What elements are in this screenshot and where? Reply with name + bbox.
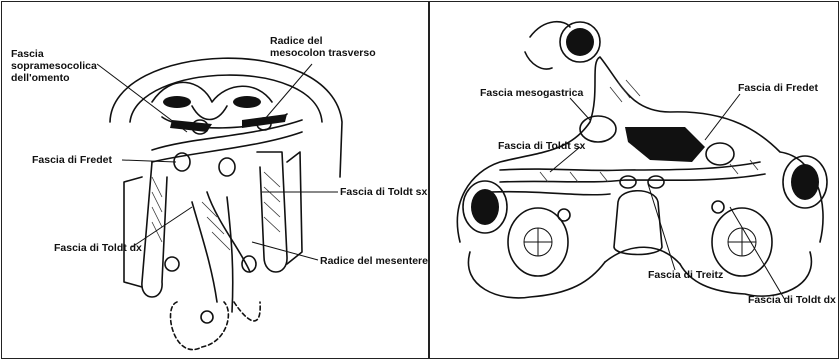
vertebra <box>614 191 662 255</box>
inner-arc <box>130 75 322 122</box>
label-fascia-mesogastrica: Fascia mesogastrica <box>480 87 583 99</box>
left-diagram-panel: Fascia sopramesocolica dell'omento Radic… <box>1 1 429 359</box>
label-fascia-treitz: Fascia di Treitz <box>648 269 723 281</box>
label-fascia-fredet-left: Fascia di Fredet <box>32 154 112 166</box>
label-fascia-sopramesocolica: Fascia sopramesocolica dell'omento <box>11 48 131 84</box>
right-diagram-panel: Fascia mesogastrica Fascia di Fredet Fas… <box>429 1 839 359</box>
label-fascia-toldt-dx-left: Fascia di Toldt dx <box>54 242 142 254</box>
descending-colon <box>257 152 287 272</box>
outer-arc <box>110 58 342 177</box>
label-fascia-toldt-dx-right: Fascia di Toldt dx <box>748 294 836 306</box>
label-fascia-fredet-right: Fascia di Fredet <box>738 82 818 94</box>
label-radice-mesocolon: Radice del mesocolon trasverso <box>270 35 380 59</box>
label-fascia-toldt-sx-right: Fascia di Toldt sx <box>498 140 585 152</box>
label-radice-mesentere: Radice del mesentere <box>320 255 428 267</box>
label-fascia-toldt-sx-left: Fascia di Toldt sx <box>340 186 427 198</box>
